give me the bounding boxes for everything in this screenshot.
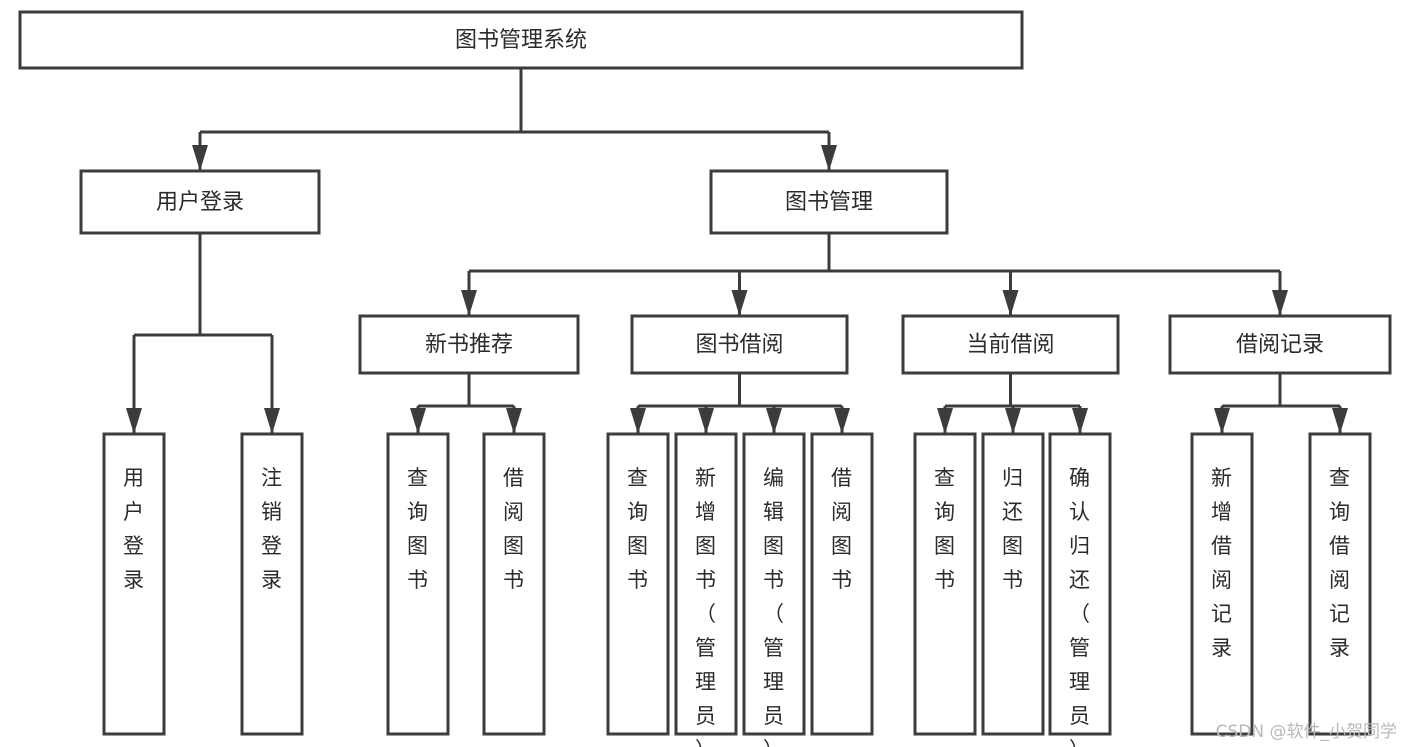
node-leaf-add-record[interactable]: 新增借阅记录	[1190, 432, 1254, 736]
node-box-leaf-return-book[interactable]	[981, 432, 1045, 736]
node-box-leaf-edit-book[interactable]	[742, 432, 806, 736]
node-box-current-borrow[interactable]	[901, 314, 1120, 375]
root-arrow-0	[192, 145, 208, 171]
node-leaf-query-book-3[interactable]: 查询图书	[913, 432, 977, 736]
node-label-book-borrow: 图书借阅	[695, 333, 783, 358]
node-box-leaf-borrow-book-1[interactable]	[482, 432, 546, 736]
book-borrow-arrow-1	[698, 408, 714, 434]
node-box-leaf-confirm-return[interactable]	[1048, 432, 1112, 736]
node-box-book-manage[interactable]	[709, 169, 949, 235]
node-layer: 图书管理系统用户登录图书管理新书推荐图书借阅当前借阅借阅记录用户登录注销登录查询…	[18, 10, 1392, 747]
node-leaf-borrow-book-2[interactable]: 借阅图书	[810, 432, 874, 736]
current-borrow-arrow-2	[1072, 408, 1088, 434]
node-leaf-query-book-2[interactable]: 查询图书	[606, 432, 670, 736]
book-borrow-arrow-0	[630, 408, 646, 434]
node-box-leaf-query-book-1[interactable]	[386, 432, 450, 736]
node-box-leaf-query-book-3[interactable]	[913, 432, 977, 736]
root-arrow-1	[821, 145, 837, 171]
node-label-current-borrow: 当前借阅	[966, 333, 1054, 358]
node-label-leaf-query-book-3: 查询图书	[934, 466, 956, 592]
book-borrow-arrow-3	[834, 408, 850, 434]
node-new-book-recommend[interactable]: 新书推荐	[358, 314, 580, 375]
current-borrow-arrow-0	[937, 408, 953, 434]
new-book-recommend-arrow-0	[410, 408, 426, 434]
node-user-login[interactable]: 用户登录	[79, 169, 321, 235]
node-borrow-record[interactable]: 借阅记录	[1168, 314, 1392, 375]
book-manage-arrow-1	[731, 290, 748, 316]
node-box-leaf-add-book[interactable]	[674, 432, 738, 736]
node-box-leaf-query-record[interactable]	[1308, 432, 1372, 736]
node-book-borrow[interactable]: 图书借阅	[630, 314, 849, 375]
node-box-leaf-borrow-book-2[interactable]	[810, 432, 874, 736]
book-manage-arrow-0	[461, 290, 477, 316]
node-leaf-user-logout[interactable]: 注销登录	[240, 432, 304, 736]
node-leaf-query-record[interactable]: 查询借阅记录	[1308, 432, 1372, 736]
node-book-manage[interactable]: 图书管理	[709, 169, 949, 235]
node-box-leaf-query-book-2[interactable]	[606, 432, 670, 736]
node-label-leaf-borrow-book-1: 借阅图书	[503, 466, 525, 592]
user-login-arrow-0	[126, 408, 142, 434]
node-box-root[interactable]	[18, 10, 1024, 70]
node-label-leaf-query-book-2: 查询图书	[627, 466, 649, 592]
node-box-book-borrow[interactable]	[630, 314, 849, 375]
node-label-leaf-confirm-return: 确认归还（管理员）	[1069, 466, 1091, 747]
node-label-leaf-user-login: 用户登录	[123, 466, 145, 592]
node-box-leaf-user-login[interactable]	[102, 432, 166, 736]
book-borrow-arrow-2	[766, 408, 782, 434]
node-label-new-book-recommend: 新书推荐	[425, 333, 513, 358]
node-box-leaf-user-logout[interactable]	[240, 432, 304, 736]
node-label-leaf-query-record: 查询借阅记录	[1329, 466, 1351, 660]
borrow-record-arrow-1	[1332, 408, 1348, 434]
node-label-leaf-add-book: 新增图书（管理员）	[695, 466, 717, 747]
node-leaf-confirm-return[interactable]: 确认归还（管理员）	[1048, 432, 1112, 747]
node-label-leaf-user-logout: 注销登录	[261, 466, 283, 592]
node-label-leaf-edit-book: 编辑图书（管理员）	[763, 466, 785, 747]
node-label-leaf-borrow-book-2: 借阅图书	[831, 466, 853, 592]
user-login-arrow-1	[264, 408, 280, 434]
node-box-user-login[interactable]	[79, 169, 321, 235]
node-leaf-return-book[interactable]: 归还图书	[981, 432, 1045, 736]
node-leaf-borrow-book-1[interactable]: 借阅图书	[482, 432, 546, 736]
node-label-user-login: 用户登录	[156, 190, 244, 215]
new-book-recommend-arrow-1	[506, 408, 522, 434]
book-manage-arrow-3	[1272, 290, 1288, 316]
node-leaf-user-login[interactable]: 用户登录	[102, 432, 166, 736]
node-root[interactable]: 图书管理系统	[18, 10, 1024, 70]
current-borrow-arrow-1	[1005, 408, 1021, 434]
book-manage-arrow-2	[1002, 290, 1019, 316]
node-box-new-book-recommend[interactable]	[358, 314, 580, 375]
node-current-borrow[interactable]: 当前借阅	[901, 314, 1120, 375]
node-leaf-query-book-1[interactable]: 查询图书	[386, 432, 450, 736]
node-label-leaf-add-record: 新增借阅记录	[1211, 466, 1233, 660]
node-box-borrow-record[interactable]	[1168, 314, 1392, 375]
borrow-record-arrow-0	[1214, 408, 1230, 434]
node-label-leaf-query-book-1: 查询图书	[407, 466, 429, 592]
node-label-leaf-return-book: 归还图书	[1002, 466, 1024, 592]
node-box-leaf-add-record[interactable]	[1190, 432, 1254, 736]
node-label-book-manage: 图书管理	[785, 190, 873, 215]
node-label-root: 图书管理系统	[455, 28, 587, 53]
node-leaf-add-book[interactable]: 新增图书（管理员）	[674, 432, 738, 747]
node-label-borrow-record: 借阅记录	[1236, 333, 1324, 358]
connector-layer	[126, 68, 1348, 434]
node-leaf-edit-book[interactable]: 编辑图书（管理员）	[742, 432, 806, 747]
